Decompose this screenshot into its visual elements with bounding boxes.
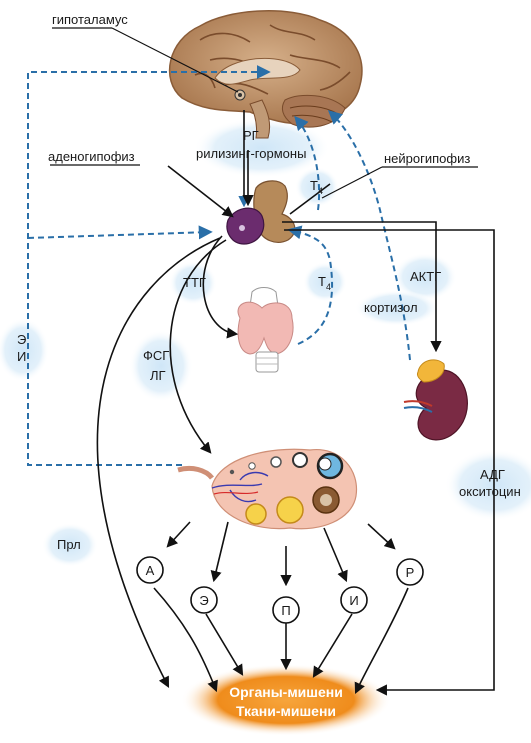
brain-illustration [168,10,363,139]
rg-label: РГ [243,128,259,143]
oxytocin-label: окситоцин [459,484,521,499]
hormone-p-label: П [281,603,290,618]
callout-lines [50,27,478,199]
ttg-label: ТТГ [183,275,206,290]
ei-e-label: Э [17,332,26,347]
ei-i-label: И [17,349,26,364]
feedback-lines [27,65,411,466]
t4-top-label: T4 [310,178,323,196]
t4-mid-main: T [318,274,326,289]
t4-top-sub: 4 [318,186,323,196]
kidney-illustration [403,359,468,441]
hormone-circles [136,556,424,624]
hormone-a-label: А [146,563,155,578]
prl-label: Прл [57,537,81,552]
pituitary-illustration [226,180,296,245]
cortisol-label: кортизол [364,300,418,315]
target-organs-blob [181,664,391,736]
hormone-i-label: И [349,593,358,608]
t4-mid-label: T4 [318,274,331,292]
hormone-r-label: Р [406,565,415,580]
releasing-hormones-label: рилизинг-гормоны [196,146,306,161]
ovary-illustration [177,448,358,530]
hormone-e-label: Э [199,593,208,608]
t4-mid-sub: 4 [326,282,331,292]
target-organs-label: Органы-мишени [229,684,343,700]
glow-layer [0,118,531,567]
actg-label: АКТГ [410,269,441,284]
lg-label: ЛГ [150,368,166,383]
adenohypophysis-label: аденогипофиз [48,149,135,164]
fsg-label: ФСГ [143,348,169,363]
hypothalamus-label: гипоталамус [52,12,128,27]
adg-label: АДГ [480,467,505,482]
neurohypophysis-label: нейрогипофиз [384,151,470,166]
hormone-arrows [96,110,495,696]
target-tissues-label: Ткани-мишени [236,703,336,719]
thyroid-illustration [237,287,294,373]
t4-top-main: T [310,178,318,193]
